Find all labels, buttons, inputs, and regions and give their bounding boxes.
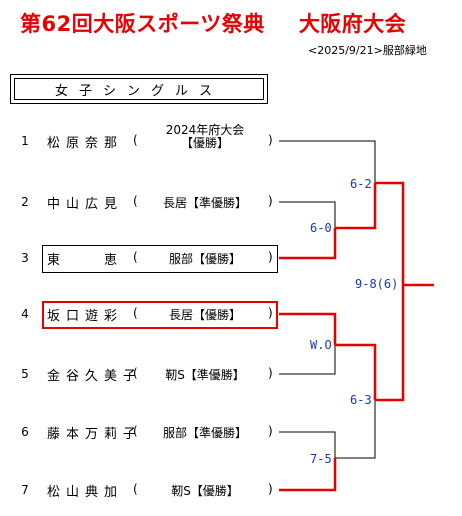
paren-close: ) [268,133,273,147]
player-row-5: 5 金谷久美子 ( 靭S【準優勝】 ) [0,362,290,386]
paren-close: ) [268,306,273,320]
player-name: 東 恵 [47,253,124,268]
paren-open: ( [133,306,138,320]
seed-number: 2 [21,195,29,209]
player-name: 松原奈那 [47,136,124,151]
player-name: 金谷久美子 [47,369,143,384]
winner-line-p7 [279,458,337,492]
paren-close: ) [268,194,273,208]
seed-number: 3 [21,251,29,265]
winner-line-r1-top [335,183,377,230]
event-title: 女子シングルス [14,78,264,100]
player-affiliation: 靭S【優勝】 [171,484,239,498]
seed-number: 1 [21,134,29,148]
venue-text: 大阪府大会 [298,12,407,36]
bracket-line-p6 [279,431,336,458]
paren-close: ) [268,366,273,380]
affiliation-line2: 【優勝】 [180,136,229,150]
player-name: 松山典加 [47,485,124,500]
bracket-line-sf2-bottom [335,400,376,459]
paren-open: ( [133,194,138,208]
title-text: 第62回大阪スポーツ祭典 [20,12,265,36]
score-sf-2: 6-3 [350,393,372,407]
paren-open: ( [133,424,138,438]
player-affiliation: 長居【準優勝】 [162,196,247,210]
paren-close: ) [268,482,273,496]
paren-open: ( [133,133,138,147]
player-affiliation: 長居【優勝】 [168,308,241,322]
date-location: <2025/9/21>服部緑地 [308,44,427,57]
player-row-6: 6 藤本万莉子 ( 服部【準優勝】 ) [0,420,290,444]
paren-open: ( [133,250,138,264]
score-r1-6v7: 7-5 [310,452,332,466]
score-r1-4v5: W.O [310,338,332,352]
player-name: 坂口遊彩 [47,309,124,324]
bracket-line-p2 [279,201,336,228]
paren-open: ( [133,366,138,380]
seed-number: 4 [21,307,29,321]
seed-number: 6 [21,425,29,439]
winner-line-r1-mid [335,343,377,400]
player-row-7: 7 松山典加 ( 靭S【優勝】 ) [0,478,290,502]
winner-line-sf2 [375,285,405,402]
bracket-line-p5 [279,345,336,375]
player-affiliation: 服部【優勝】 [168,252,241,266]
player-affiliation: 靭S【準優勝】 [165,368,245,382]
seed-number: 7 [21,483,29,497]
score-sf-1: 6-2 [350,177,372,191]
winner-line-p3 [279,228,337,260]
player-name: 藤本万莉子 [47,427,143,442]
player-affiliation: 服部【準優勝】 [162,426,247,440]
player-name: 中山広見 [47,197,124,212]
bracket-line-p1 [279,140,376,183]
player-row-2: 2 中山広見 ( 長居【準優勝】 ) [0,190,290,214]
event-title-box: 女子シングルス [10,74,268,104]
paren-open: ( [133,482,138,496]
player-affiliation: 2024年府大会 【優勝】 [145,124,265,150]
paren-close: ) [268,424,273,438]
winner-line-sf1 [375,181,405,285]
tournament-title: 第62回大阪スポーツ祭典 大阪府大会 [20,8,406,38]
seed-number: 5 [21,367,29,381]
winner-line-p4 [279,312,337,345]
score-r1-2v3: 6-0 [310,221,332,235]
player-row-1: 1 松原奈那 ( 2024年府大会 【優勝】 ) [0,124,290,153]
affiliation-line1: 2024年府大会 [165,123,245,137]
score-final: 9-8(6) [355,277,399,291]
paren-close: ) [268,250,273,264]
